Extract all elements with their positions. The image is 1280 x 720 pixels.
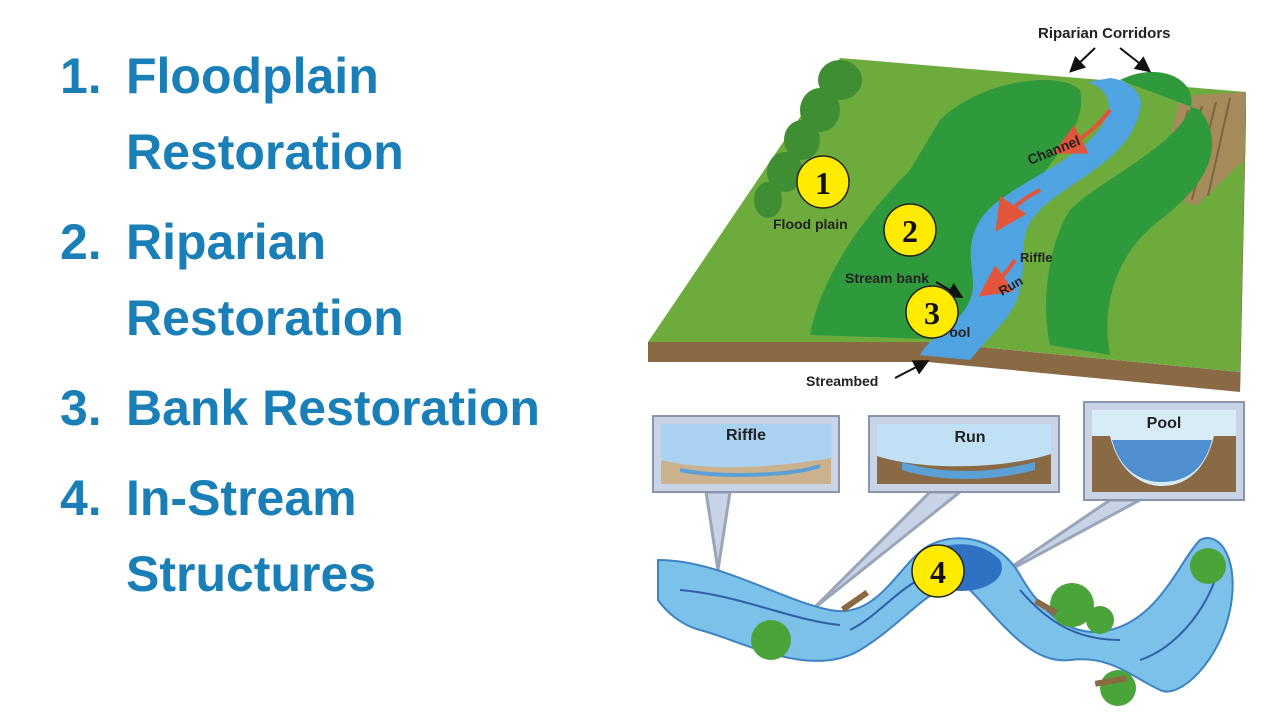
svg-text:4: 4 bbox=[930, 554, 946, 590]
list-line: Restoration bbox=[126, 124, 404, 180]
badge-1: 1 bbox=[796, 155, 850, 209]
badge-3: 3 bbox=[905, 285, 959, 339]
list-text: Floodplain Restoration bbox=[126, 38, 620, 190]
callout-pool-label: Pool bbox=[1147, 415, 1182, 432]
hedge-trees bbox=[754, 60, 862, 218]
svg-text:1: 1 bbox=[815, 165, 831, 201]
list-number: 4. bbox=[60, 470, 102, 526]
badge-2: 2 bbox=[883, 203, 937, 257]
list-item-floodplain: 1. Floodplain Restoration bbox=[60, 38, 620, 190]
riparian-forest-left bbox=[810, 80, 1082, 340]
list-item-instream: 4. In-Stream Structures bbox=[60, 460, 620, 612]
list-item-riparian: 2. Riparian Restoration bbox=[60, 204, 620, 356]
stream-bank-arrow bbox=[935, 281, 964, 299]
riparian-forest-right bbox=[1046, 71, 1213, 355]
label-riffle: Riffle bbox=[1020, 250, 1053, 265]
badge-4: 4 bbox=[911, 544, 965, 598]
list-item-bank: 3. Bank Restoration bbox=[60, 370, 620, 446]
list-line: Floodplain bbox=[126, 48, 379, 104]
svg-text:2: 2 bbox=[902, 213, 918, 249]
list-line: Structures bbox=[126, 546, 377, 602]
soil-side bbox=[1240, 92, 1246, 392]
flow-arrows bbox=[978, 108, 1112, 297]
svg-text:3: 3 bbox=[924, 295, 940, 331]
label-streambed: Streambed bbox=[806, 373, 878, 389]
list-line: In-Stream bbox=[126, 470, 357, 526]
list-text: Bank Restoration bbox=[126, 370, 620, 446]
stream-diagram: Riparian Corridors Channel Flood plain R… bbox=[648, 25, 1246, 706]
label-riparian-corridors: Riparian Corridors bbox=[1038, 25, 1171, 42]
list-number: 3. bbox=[60, 380, 102, 436]
list-number: 1. bbox=[60, 48, 102, 104]
corridor-arrows bbox=[1069, 47, 1152, 73]
restoration-list: 1. Floodplain Restoration 2. Riparian Re… bbox=[60, 38, 620, 612]
list-line: Bank Restoration bbox=[126, 380, 540, 436]
list-number: 2. bbox=[60, 214, 102, 270]
meander-trees bbox=[751, 548, 1226, 706]
callout-run-label: Run bbox=[954, 429, 985, 446]
label-flood-plain: Flood plain bbox=[773, 216, 848, 232]
callout-pool: Pool bbox=[1083, 401, 1245, 501]
callout-run: Run bbox=[868, 415, 1060, 493]
callout-riffle-label: Riffle bbox=[726, 427, 766, 444]
meander-logs bbox=[840, 589, 1128, 687]
list-text: In-Stream Structures bbox=[126, 460, 620, 612]
streambed-arrow bbox=[894, 360, 930, 379]
callout-riffle: Riffle bbox=[652, 415, 840, 493]
label-stream-bank: Stream bank bbox=[845, 270, 929, 286]
list-line: Riparian bbox=[126, 214, 327, 270]
list-line: Restoration bbox=[126, 290, 404, 346]
list-text: Riparian Restoration bbox=[126, 204, 620, 356]
soil-front bbox=[648, 342, 1240, 392]
block-diagram bbox=[648, 58, 1246, 392]
meander-channel bbox=[657, 537, 1234, 693]
